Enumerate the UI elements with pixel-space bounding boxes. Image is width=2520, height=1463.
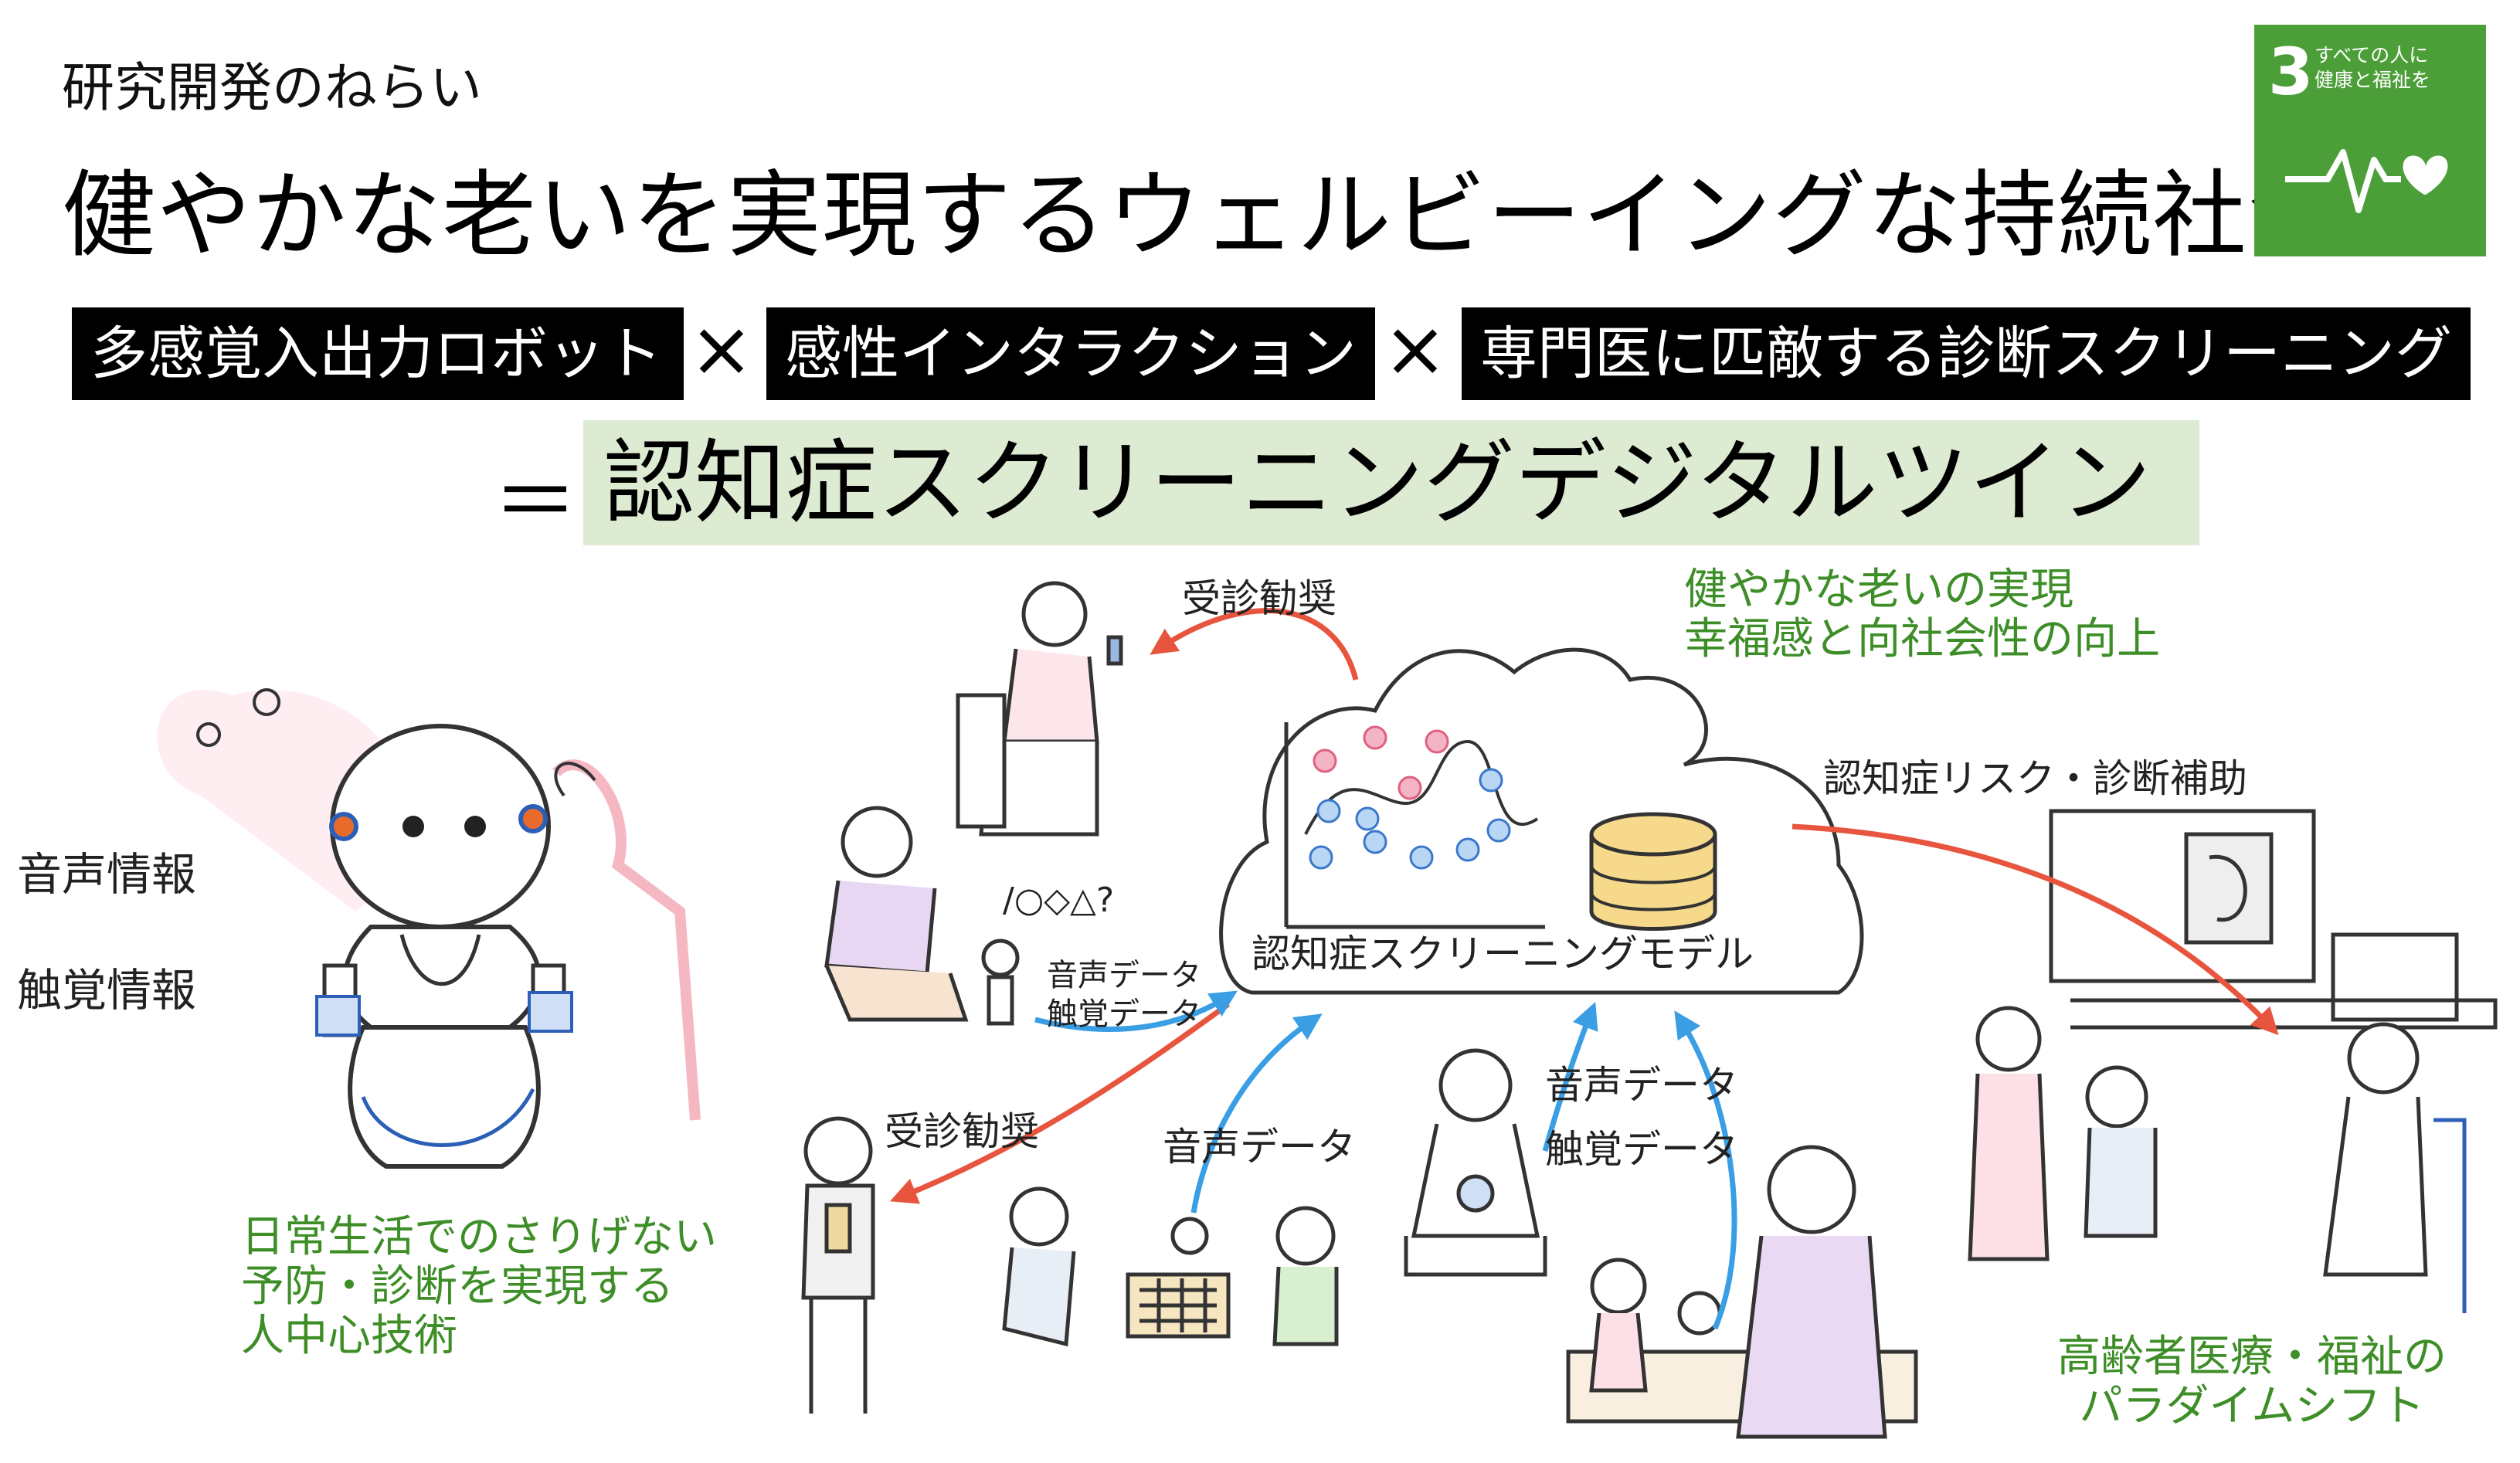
robot-illustration <box>157 688 701 1169</box>
label-risk-diagnosis: 認知症リスク・診断補助 <box>1823 756 2247 801</box>
label-voice-info: 音声情報 <box>17 848 197 901</box>
tag-kansei-interaction: 感性インタラクション <box>766 307 1375 400</box>
cloud-chart-points <box>1309 725 1511 870</box>
person-elderly-with-robot <box>824 806 1020 1026</box>
tag-multisensory-robot: 多感覚入出力ロボット <box>72 307 684 400</box>
result-digital-twin: 認知症スクリーニングデジタルツイン <box>583 420 2199 545</box>
healthy-aging-line2: 幸福感と向社会性の向上 <box>1684 614 2160 664</box>
label-consult-top: 受診勧奨 <box>1182 576 1336 621</box>
arrow-risk-diagnosis <box>1792 823 2279 1036</box>
label-consult-bottom: 受診勧奨 <box>885 1109 1039 1154</box>
main-title: 健やかな老いを実現するウェルビーイングな持続社会 <box>62 161 2342 270</box>
person-sitting-phone <box>956 581 1123 837</box>
sdg-label: すべての人に 健康と福祉を <box>2315 43 2430 93</box>
label-shapes: /○◇△? <box>1003 881 1115 920</box>
label-daily-life: 日常生活でのさりげない 予防・診断を実現する 人中心技術 <box>241 1213 717 1361</box>
arrow-consult-top <box>1150 608 1359 681</box>
database-icon <box>1589 812 1717 931</box>
sdg-label-line1: すべての人に <box>2315 44 2429 66</box>
times-sign-2: × <box>1383 304 1448 394</box>
label-voice-data-small: 音声データ <box>1047 958 1201 993</box>
daily-life-line2: 予防・診断を実現する <box>241 1261 674 1312</box>
label-voice-data-right: 音声データ <box>1545 1063 1738 1108</box>
arrow-consult-bottom <box>890 1002 1231 1204</box>
sdg-label-line2: 健康と福祉を <box>2315 69 2431 91</box>
clinic-scene <box>1968 809 2498 1313</box>
label-voice-data-mid: 音声データ <box>1163 1125 1356 1169</box>
tag-expert-screening: 専門医に匹敵する診断スクリーニング <box>1462 307 2471 400</box>
heartbeat-heart-icon <box>2285 149 2448 213</box>
paradigm-line2: パラダイムシフト <box>2079 1381 2425 1431</box>
equals-sign: ＝ <box>493 453 578 552</box>
sdg-goal-3-badge: 3 すべての人に 健康と福祉を <box>2254 25 2486 256</box>
arrow-data-mid <box>1190 1013 1323 1214</box>
daily-life-line3: 人中心技術 <box>241 1311 457 1361</box>
times-sign-1: × <box>689 304 754 394</box>
label-touch-data-right: 触覚データ <box>1545 1127 1738 1172</box>
paradigm-line1: 高齢者医療・福祉の <box>2057 1332 2447 1382</box>
label-touch-info: 触覚情報 <box>17 964 197 1017</box>
label-healthy-aging: 健やかな老いの実現 幸福感と向社会性の向上 <box>1684 565 2160 664</box>
healthy-aging-line1: 健やかな老いの実現 <box>1684 565 2073 615</box>
cloud-chart-curve <box>1304 739 1539 835</box>
person-holding-robot <box>1404 1048 1547 1277</box>
arrow-data-right-2 <box>1674 1010 1737 1330</box>
arrow-data-right-1 <box>1542 1002 1598 1152</box>
label-paradigm-shift: 高齢者医療・福祉の パラダイムシフト <box>2047 1332 2457 1431</box>
subtitle: 研究開発のねらい <box>62 58 483 119</box>
person-standing-phone <box>801 1116 875 1414</box>
sdg-number: 3 <box>2268 34 2314 110</box>
label-screening-model: 認知症スクリーニングモデル <box>1252 932 1754 976</box>
label-touch-data-small: 触覚データ <box>1047 996 1201 1032</box>
people-playing-board-game <box>1002 1186 1339 1347</box>
daily-life-line1: 日常生活でのさりげない <box>241 1212 717 1262</box>
arrow-data-left <box>1034 990 1238 1032</box>
family-on-bench <box>1566 1145 1918 1439</box>
